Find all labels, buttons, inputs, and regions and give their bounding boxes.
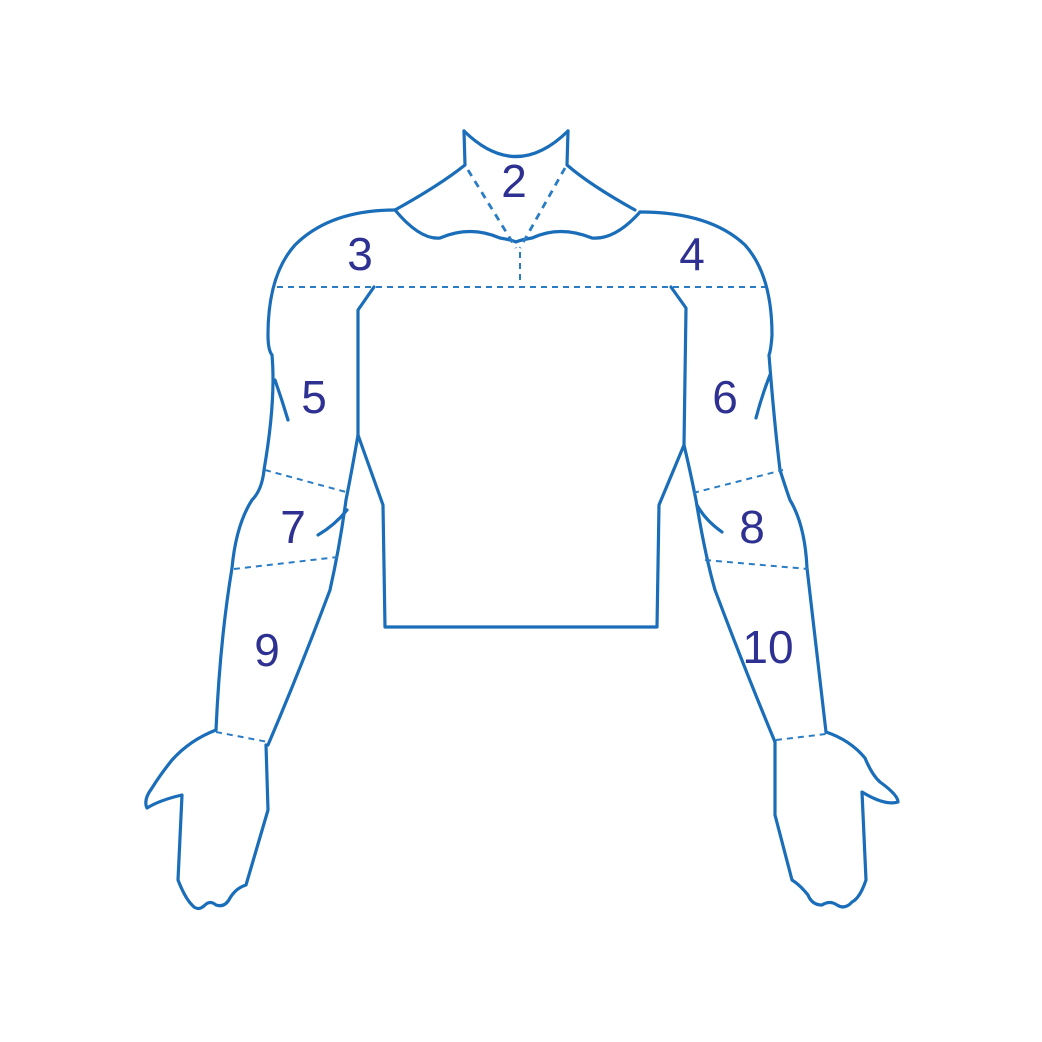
left-biceps-mark bbox=[273, 378, 290, 422]
right-arm-inner-outline bbox=[682, 443, 777, 744]
left-hand-outline bbox=[144, 728, 270, 911]
zone-label-9: 9 bbox=[254, 624, 280, 676]
left-upper-elbow-divider bbox=[264, 469, 347, 493]
right-hand-outline bbox=[773, 730, 900, 909]
neck-divider-right bbox=[518, 167, 567, 249]
zone-label-3: 3 bbox=[347, 228, 373, 280]
right-biceps-mark bbox=[754, 373, 772, 420]
neck-outline bbox=[462, 129, 570, 159]
neck-left-edge bbox=[393, 129, 467, 212]
zone-label-2: 2 bbox=[501, 155, 527, 207]
zone-label-8: 8 bbox=[739, 501, 765, 553]
right-upper-elbow-divider bbox=[692, 469, 784, 494]
zone-label-7: 7 bbox=[280, 501, 306, 553]
zone-label-5: 5 bbox=[301, 371, 327, 423]
zone-label-6: 6 bbox=[712, 371, 738, 423]
right-wrist-divider bbox=[775, 733, 827, 741]
torso-outline bbox=[356, 285, 688, 629]
left-elbow-mark bbox=[316, 508, 349, 537]
right-lower-elbow-divider bbox=[704, 559, 809, 570]
left-wrist-divider bbox=[215, 731, 269, 743]
zone-label-4: 4 bbox=[679, 228, 705, 280]
left-arm-inner-outline bbox=[266, 433, 360, 747]
neck-right-edge bbox=[565, 129, 637, 212]
right-elbow-mark bbox=[695, 503, 724, 534]
collar-outline bbox=[393, 208, 642, 244]
neck-divider-left bbox=[466, 169, 518, 249]
right-arm-outer-outline bbox=[638, 210, 828, 734]
left-arm-outer-outline bbox=[214, 208, 397, 732]
zone-label-10: 10 bbox=[742, 621, 793, 673]
left-lower-elbow-divider bbox=[233, 556, 339, 570]
